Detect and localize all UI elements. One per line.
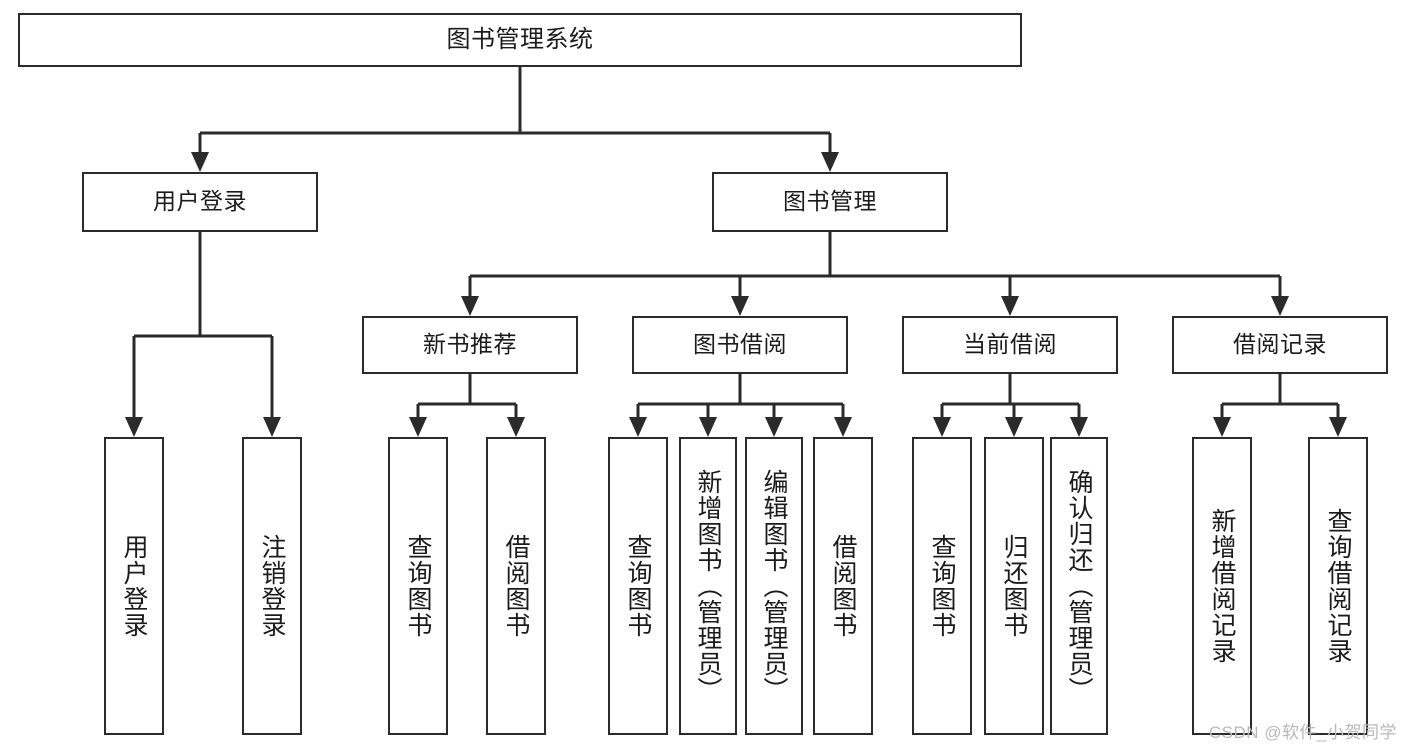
node-leaf_add_book-label: 新增图书（管理员） [694,469,722,703]
node-leaf_query_book_3-label: 查询图书 [928,534,956,638]
arrowhead-book-borrow-2 [765,417,783,437]
node-leaf_return_book[interactable]: 归还图书 [984,437,1044,735]
node-leaf_user_login[interactable]: 用户登录 [104,437,164,735]
node-leaf_query_book_2[interactable]: 查询图书 [608,437,668,735]
arrowhead-new-book-rec-1 [507,417,525,437]
node-leaf_edit_book[interactable]: 编辑图书（管理员） [745,437,803,735]
node-leaf_confirm_ret[interactable]: 确认归还（管理员） [1050,437,1108,735]
node-user_login-label: 用户登录 [153,188,247,215]
node-leaf_borrow_book_1-label: 借阅图书 [502,534,530,638]
node-leaf_query_record[interactable]: 查询借阅记录 [1308,437,1368,735]
node-leaf_add_book[interactable]: 新增图书（管理员） [679,437,737,735]
node-leaf_query_book_3[interactable]: 查询图书 [912,437,972,735]
arrowhead-book-manage-2 [1001,296,1019,316]
node-root-label: 图书管理系统 [446,25,594,53]
arrowhead-borrow-record-1 [1329,417,1347,437]
node-book_borrow[interactable]: 图书借阅 [632,316,848,374]
node-new_book_rec[interactable]: 新书推荐 [362,316,578,374]
arrowhead-root-1 [821,152,839,172]
arrowhead-user-login-1 [263,417,281,437]
arrowhead-root-0 [191,152,209,172]
node-root[interactable]: 图书管理系统 [18,13,1022,67]
arrowhead-new-book-rec-0 [409,417,427,437]
node-borrow_record[interactable]: 借阅记录 [1172,316,1388,374]
node-leaf_query_book_1[interactable]: 查询图书 [388,437,448,735]
node-leaf_borrow_book_1[interactable]: 借阅图书 [486,437,546,735]
node-book_manage[interactable]: 图书管理 [712,172,948,232]
arrowhead-book-borrow-3 [834,417,852,437]
node-leaf_logout-label: 注销登录 [258,534,286,638]
node-leaf_borrow_book_2-label: 借阅图书 [829,534,857,638]
arrowhead-current-borrow-2 [1070,417,1088,437]
arrowhead-current-borrow-0 [933,417,951,437]
node-leaf_logout[interactable]: 注销登录 [242,437,302,735]
arrowhead-user-login-0 [125,417,143,437]
arrowhead-book-borrow-0 [629,417,647,437]
node-book_borrow-label: 图书借阅 [693,331,787,358]
node-book_manage-label: 图书管理 [783,188,877,215]
node-new_book_rec-label: 新书推荐 [423,331,517,358]
node-borrow_record-label: 借阅记录 [1233,331,1327,358]
node-leaf_query_book_1-label: 查询图书 [404,534,432,638]
arrowhead-book-borrow-1 [699,417,717,437]
node-leaf_query_record-label: 查询借阅记录 [1324,508,1352,664]
arrowhead-borrow-record-0 [1213,417,1231,437]
arrowhead-book-manage-3 [1271,296,1289,316]
node-leaf_edit_book-label: 编辑图书（管理员） [760,469,788,703]
node-leaf_add_record-label: 新增借阅记录 [1208,508,1236,664]
node-leaf_query_book_2-label: 查询图书 [624,534,652,638]
node-current_borrow-label: 当前借阅 [963,331,1057,358]
node-leaf_return_book-label: 归还图书 [1000,534,1028,638]
node-leaf_user_login-label: 用户登录 [120,534,148,638]
node-current_borrow[interactable]: 当前借阅 [902,316,1118,374]
node-leaf_confirm_ret-label: 确认归还（管理员） [1065,469,1093,703]
arrowhead-current-borrow-1 [1005,417,1023,437]
csdn-watermark: CSDN @软件_小贺同学 [1208,723,1397,742]
node-user_login[interactable]: 用户登录 [82,172,318,232]
node-leaf_add_record[interactable]: 新增借阅记录 [1192,437,1252,735]
arrowhead-book-manage-1 [731,296,749,316]
node-leaf_borrow_book_2[interactable]: 借阅图书 [813,437,873,735]
arrowhead-book-manage-0 [461,296,479,316]
